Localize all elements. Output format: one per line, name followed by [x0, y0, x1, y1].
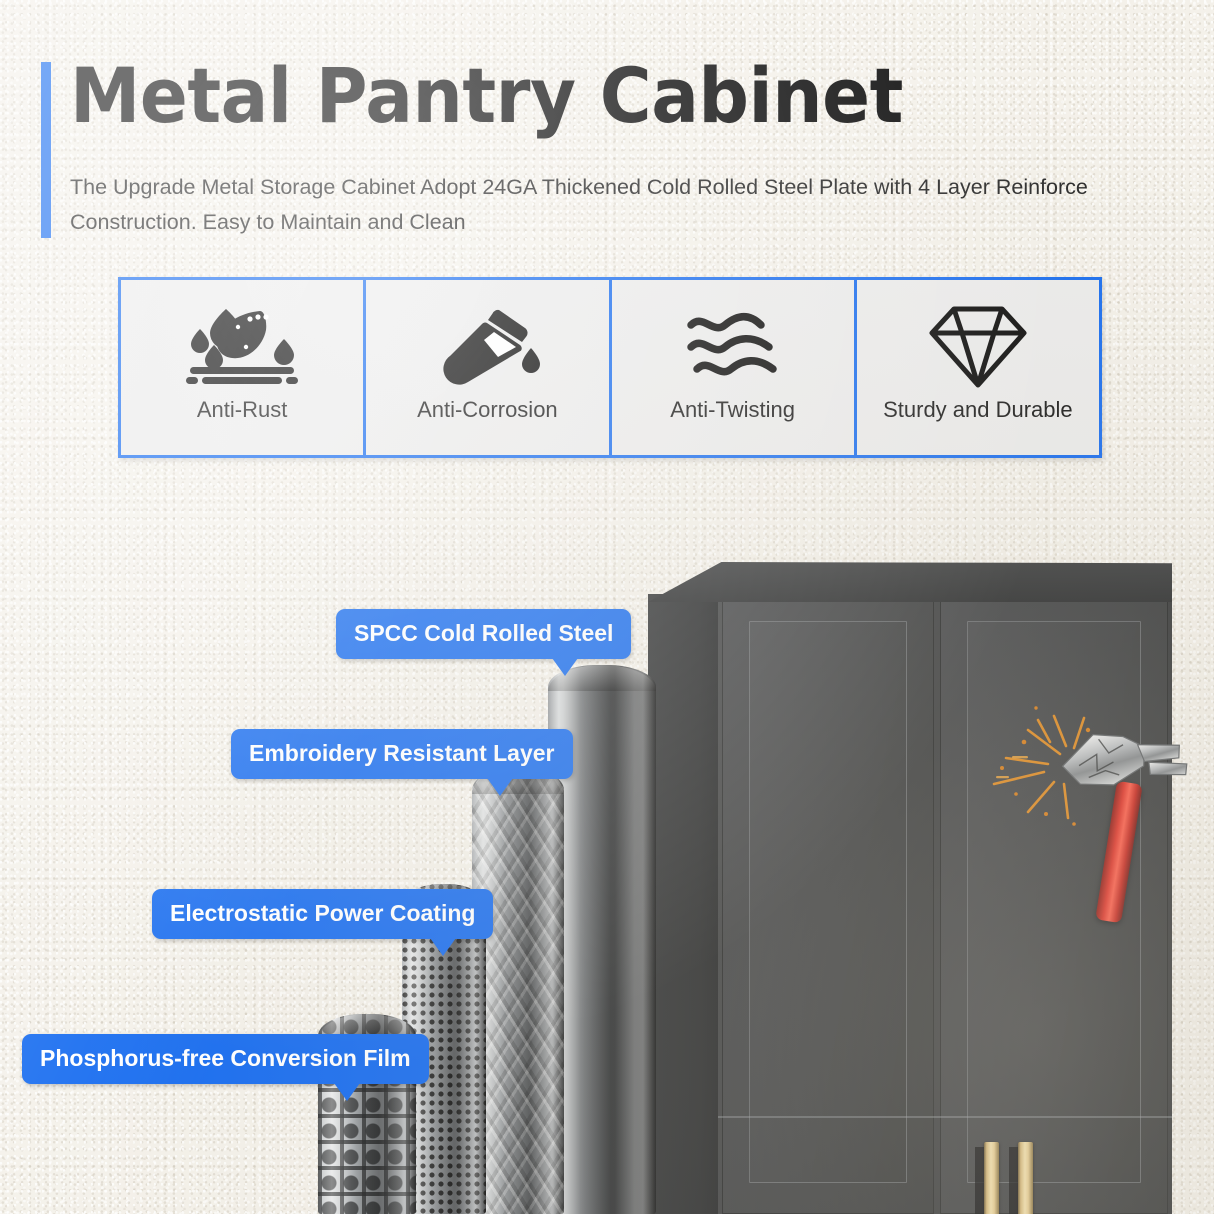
cabinet-handle-left[interactable]	[975, 1142, 999, 1214]
callout-electrostatic-power-coating: Electrostatic Power Coating	[152, 889, 494, 956]
diamond-gem-icon	[929, 299, 1027, 395]
callout-pointer	[430, 938, 456, 956]
water-drops-on-surface-icon	[182, 299, 302, 395]
callout-pointer	[487, 778, 513, 796]
page-title: Metal Pantry Cabinet	[70, 51, 903, 140]
diamond-plate-roll	[472, 768, 564, 1214]
hammer-impact-group	[978, 706, 1214, 932]
callout-pointer	[552, 658, 578, 676]
feature-label: Anti-Rust	[196, 397, 288, 422]
tilted-test-tube-drop-icon	[432, 299, 542, 395]
callout-embroidery-resistant-layer: Embroidery Resistant Layer	[231, 729, 573, 796]
callout-label: Electrostatic Power Coating	[170, 900, 476, 926]
feature-label: Anti-Corrosion	[417, 397, 558, 422]
feature-label: Anti-Twisting	[670, 397, 795, 422]
door-panel-inset	[749, 621, 907, 1183]
callout-label: Phosphorus-free Conversion Film	[40, 1045, 411, 1071]
callout-pointer	[334, 1083, 360, 1101]
title-accent-bar	[41, 62, 51, 238]
cabinet-front	[718, 582, 1172, 1214]
feature-cell-sturdy-durable: Sturdy and Durable	[857, 280, 1099, 455]
callout-spcc-cold-rolled-steel: SPCC Cold Rolled Steel	[336, 609, 632, 676]
metal-pantry-cabinet	[648, 562, 1188, 1214]
cabinet-handle-right[interactable]	[1009, 1142, 1033, 1214]
cabinet-side-panel	[648, 594, 722, 1214]
three-wavy-lines-icon	[683, 299, 783, 395]
product-scene	[0, 470, 1214, 1214]
callout-label: SPCC Cold Rolled Steel	[354, 620, 614, 646]
cabinet-divider-line	[718, 1116, 1172, 1118]
page-subtitle: The Upgrade Metal Storage Cabinet Adopt …	[70, 175, 1088, 234]
cabinet-top-surface	[648, 562, 1172, 602]
feature-cell-anti-corrosion: Anti-Corrosion	[366, 280, 612, 455]
feature-label: Sturdy and Durable	[883, 397, 1073, 422]
callout-phosphorus-free-conversion-film: Phosphorus-free Conversion Film	[22, 1034, 429, 1101]
feature-cell-anti-rust: Anti-Rust	[121, 280, 367, 455]
feature-cell-anti-twisting: Anti-Twisting	[612, 280, 857, 455]
claw-hammer-head-icon	[1061, 733, 1188, 786]
feature-strip: Anti-Rust Anti-Corrosion	[118, 277, 1102, 458]
callout-label: Embroidery Resistant Layer	[249, 740, 555, 766]
